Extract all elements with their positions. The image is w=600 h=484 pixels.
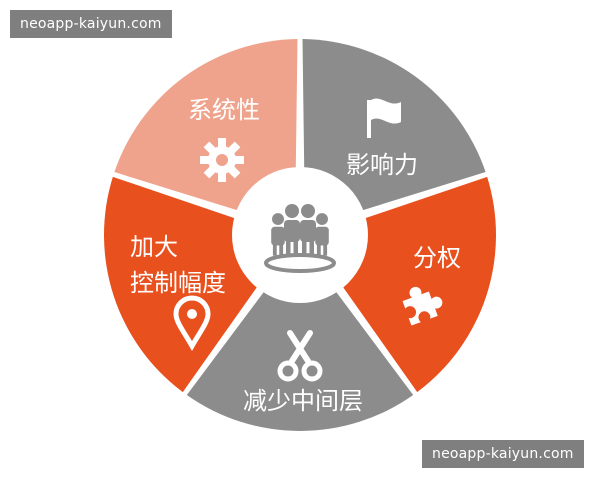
- segment-label: 分权: [413, 244, 461, 272]
- segment-fewer-middle-layers: 减少中间层: [186, 243, 414, 432]
- watermark-bottom: neoapp-kaiyun.com: [422, 440, 584, 468]
- segment-label: 系统性: [188, 96, 260, 124]
- segment-label: 控制幅度: [130, 269, 226, 297]
- scissors-icon: [277, 330, 323, 382]
- people-group-icon: [264, 204, 336, 273]
- flag-icon: [367, 98, 401, 138]
- segment-influence: 影响力: [302, 39, 486, 229]
- gear-icon: [200, 138, 244, 182]
- segment-wedge: [114, 39, 298, 229]
- puzzle-icon: [402, 286, 443, 326]
- segment-label: 影响力: [346, 151, 418, 179]
- segment-label: 加大: [130, 233, 178, 261]
- segment-wedge: [302, 39, 486, 229]
- watermark-top: neoapp-kaiyun.com: [10, 10, 172, 38]
- segment-wedge: [186, 243, 414, 432]
- segment-label: 减少中间层: [243, 387, 363, 415]
- segment-systematic: 系统性: [114, 39, 298, 229]
- map-pin-icon: [173, 295, 211, 352]
- center-layer: [232, 167, 368, 303]
